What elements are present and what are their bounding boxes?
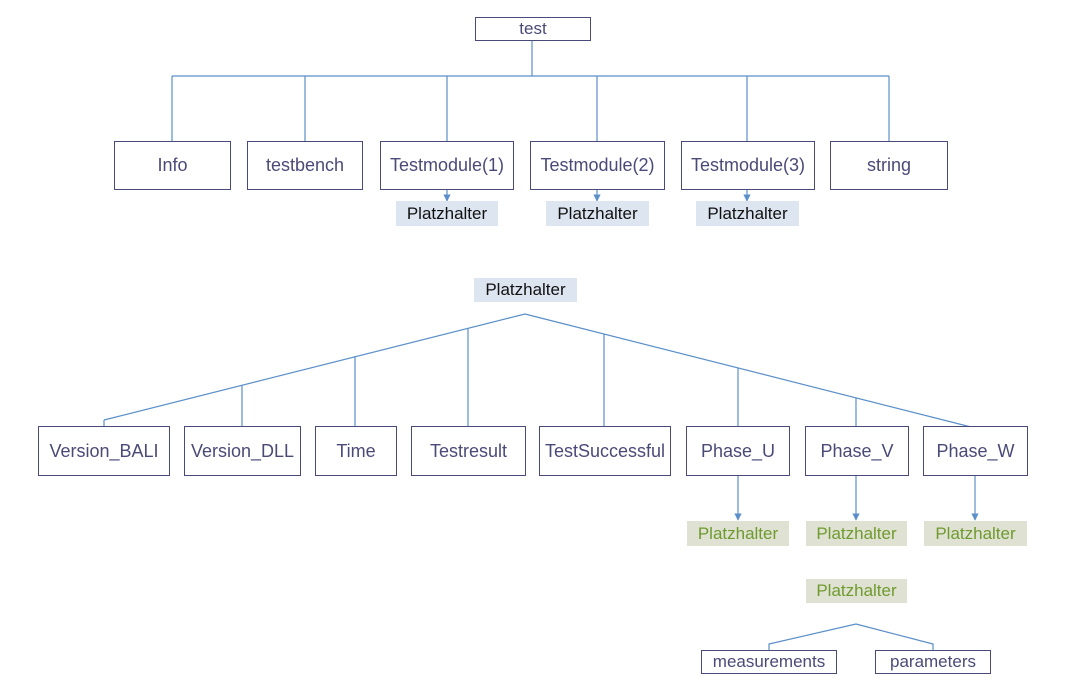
node-phase-u: Phase_U <box>686 426 790 476</box>
phase-root-label: Platzhalter <box>816 581 897 600</box>
node-testmodule-2-label: Testmodule(2) <box>540 155 655 175</box>
node-testbench-label: testbench <box>265 155 345 175</box>
node-testsuccessful: TestSuccessful <box>539 426 671 476</box>
connector-measurements <box>768 623 857 650</box>
root-node-label: test <box>519 19 547 38</box>
placeholder-label: Platzhalter <box>406 203 488 223</box>
placeholder-phase-v: Platzhalter <box>806 521 907 546</box>
node-version-bali-label: Version_BALI <box>49 440 159 461</box>
node-testmodule-2: Testmodule(2) <box>530 141 665 190</box>
node-time-label: Time <box>336 440 376 461</box>
module-root-label: Platzhalter <box>485 280 566 299</box>
node-version-bali: Version_BALI <box>38 426 170 476</box>
node-testmodule-1-label: Testmodule(1) <box>389 155 505 175</box>
placeholder-phase-w: Platzhalter <box>924 521 1027 546</box>
node-testresult: Testresult <box>411 426 526 476</box>
node-parameters: parameters <box>875 650 991 674</box>
node-phase-u-label: Phase_U <box>700 440 776 461</box>
node-info-label: Info <box>157 155 188 175</box>
node-measurements-label: measurements <box>712 652 826 671</box>
node-testmodule-3-label: Testmodule(3) <box>690 155 806 175</box>
module-root-node: Platzhalter <box>474 278 577 302</box>
node-version-dll: Version_DLL <box>184 426 301 476</box>
root-node-test: test <box>475 17 591 41</box>
node-phase-v-label: Phase_V <box>820 440 894 461</box>
node-measurements: measurements <box>701 650 837 674</box>
node-string-label: string <box>866 155 911 175</box>
placeholder-label: Platzhalter <box>816 523 897 543</box>
placeholder-phase-u: Platzhalter <box>687 521 789 546</box>
connector-left-diagonal <box>103 313 526 421</box>
node-string: string <box>830 141 948 190</box>
node-testmodule-3: Testmodule(3) <box>681 141 815 190</box>
node-info: Info <box>114 141 231 190</box>
placeholder-testmodule-3: Platzhalter <box>696 201 799 226</box>
phase-root-node: Platzhalter <box>806 579 907 603</box>
node-testsuccessful-label: TestSuccessful <box>544 440 666 461</box>
placeholder-label: Platzhalter <box>697 523 779 543</box>
node-testmodule-1: Testmodule(1) <box>380 141 514 190</box>
node-testbench: testbench <box>247 141 363 190</box>
placeholder-label: Platzhalter <box>557 203 638 223</box>
node-time: Time <box>315 426 397 476</box>
node-phase-v: Phase_V <box>805 426 909 476</box>
placeholder-testmodule-2: Platzhalter <box>546 201 649 226</box>
node-parameters-label: parameters <box>890 652 976 671</box>
connector-parameters <box>855 623 934 650</box>
connector-right-diagonal <box>524 313 976 429</box>
node-testresult-label: Testresult <box>429 440 508 461</box>
placeholder-label: Platzhalter <box>935 523 1016 543</box>
node-phase-w-label: Phase_W <box>936 440 1015 461</box>
placeholder-testmodule-1: Platzhalter <box>396 201 498 226</box>
node-phase-w: Phase_W <box>923 426 1028 476</box>
node-version-dll-label: Version_DLL <box>190 440 295 461</box>
placeholder-label: Platzhalter <box>707 203 788 223</box>
